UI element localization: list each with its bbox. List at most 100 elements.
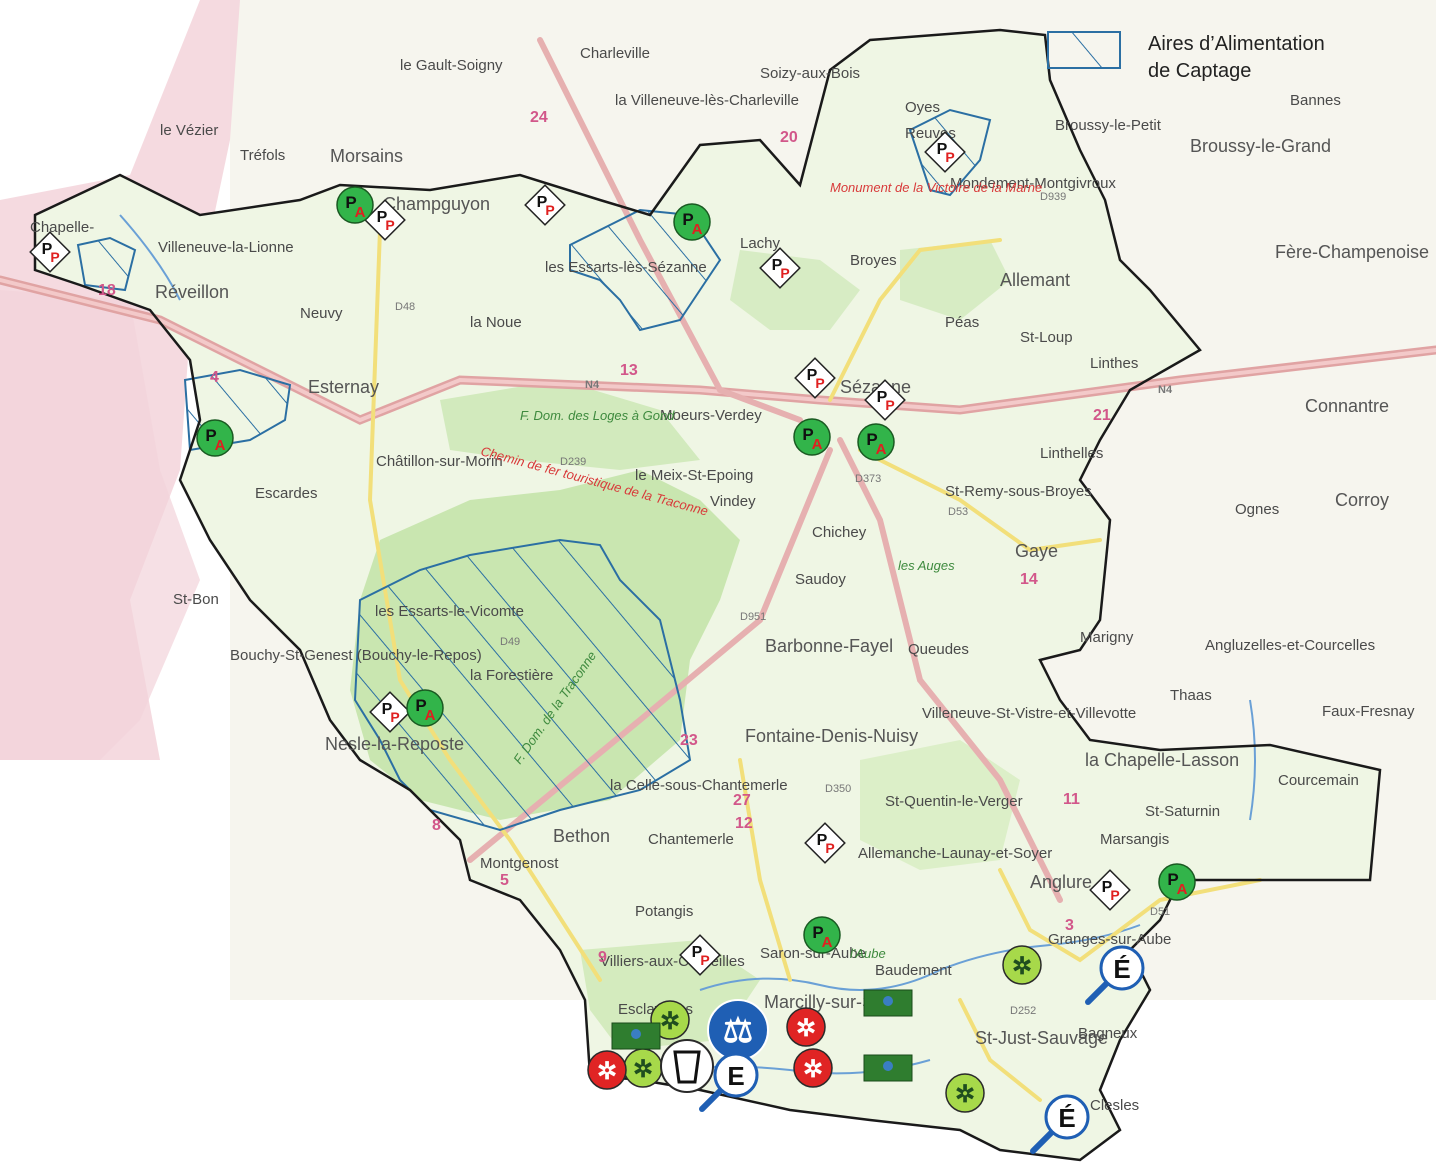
- town-label: Gaye: [1015, 541, 1058, 561]
- pa-marker[interactable]: PA: [857, 423, 895, 461]
- pa-marker[interactable]: PA: [793, 418, 831, 456]
- town-label: Connantre: [1305, 396, 1389, 416]
- svg-text:A: A: [355, 204, 366, 221]
- road-label: D49: [500, 636, 520, 648]
- svg-text:✲: ✲: [955, 1081, 975, 1108]
- town-label: Montgenost: [480, 855, 559, 872]
- svg-text:P: P: [815, 375, 824, 391]
- aac-traconne: [353, 538, 692, 832]
- road-label: N4: [585, 379, 600, 391]
- town-label: Nesle-la-Reposte: [325, 734, 464, 754]
- canton-number: 11: [1063, 791, 1080, 808]
- svg-text:✲: ✲: [1012, 953, 1032, 980]
- pa-marker[interactable]: PA: [406, 689, 444, 727]
- svg-text:P: P: [817, 832, 828, 849]
- road-label: D53: [948, 506, 968, 518]
- pa-marker[interactable]: PA: [1158, 863, 1196, 901]
- town-label: Bethon: [553, 826, 610, 846]
- svg-text:É: É: [1058, 1103, 1075, 1133]
- river-petit-morin: [119, 214, 181, 301]
- pa-marker[interactable]: PA: [336, 186, 374, 224]
- pa-marker[interactable]: PA: [673, 203, 711, 241]
- pp-marker[interactable]: PP: [29, 231, 71, 273]
- town-label: Broussy-le-Petit: [1055, 117, 1162, 134]
- svg-text:✲: ✲: [597, 1058, 617, 1085]
- svg-text:P: P: [390, 709, 399, 725]
- pa-marker[interactable]: PA: [803, 916, 841, 954]
- town-label: Linthes: [1090, 355, 1138, 372]
- pp-marker[interactable]: PP: [924, 131, 966, 173]
- town-label: Villeneuve-St-Vistre-et-Villevotte: [922, 705, 1136, 722]
- red-asterisk-marker[interactable]: ✲: [587, 1050, 627, 1090]
- industry-marker[interactable]: [863, 989, 913, 1017]
- town-label: Corroy: [1335, 490, 1389, 510]
- pa-marker[interactable]: PA: [196, 419, 234, 457]
- pp-marker[interactable]: PP: [864, 379, 906, 421]
- industry-marker[interactable]: [611, 1022, 661, 1050]
- road-label: D951: [740, 611, 766, 623]
- svg-text:P: P: [377, 209, 388, 226]
- magnifier-e-marker[interactable]: E: [699, 1052, 759, 1112]
- green-asterisk-marker[interactable]: ✲: [1002, 945, 1042, 985]
- town-label: Escardes: [255, 485, 318, 502]
- town-label: la Chapelle-Lasson: [1085, 750, 1239, 770]
- town-labels: le Vézier Tréfols Morsains le Gault-Soig…: [30, 45, 1429, 1114]
- town-label: Esternay: [308, 377, 379, 397]
- pp-marker[interactable]: PP: [804, 822, 846, 864]
- red-asterisk-marker[interactable]: ✲: [793, 1048, 833, 1088]
- road-d53: [858, 448, 1102, 553]
- town-label: Angluzelles-et-Courcelles: [1205, 637, 1375, 654]
- pp-marker[interactable]: PP: [794, 357, 836, 399]
- canton-number: 4: [210, 369, 219, 386]
- svg-text:A: A: [876, 441, 887, 458]
- town-label: la Forestière: [470, 667, 553, 684]
- forest-south-east: [860, 740, 1020, 870]
- svg-text:A: A: [425, 707, 436, 724]
- town-label: Allemanche-Launay-et-Soyer: [858, 845, 1052, 862]
- legend-swatch: [1047, 31, 1121, 69]
- canton-number: 20: [780, 129, 798, 146]
- pp-marker[interactable]: PP: [679, 934, 721, 976]
- pp-marker[interactable]: PP: [364, 199, 406, 241]
- road-label: D48: [395, 301, 415, 313]
- svg-text:P: P: [382, 701, 393, 718]
- svg-text:P: P: [1110, 887, 1119, 903]
- town-label: Granges-sur-Aube: [1048, 931, 1171, 948]
- magnifier-e-marker[interactable]: É: [1085, 945, 1145, 1005]
- town-label: Moeurs-Verdey: [660, 407, 762, 424]
- svg-text:P: P: [945, 149, 954, 165]
- town-label: Courcemain: [1278, 772, 1359, 789]
- svg-text:P: P: [885, 397, 894, 413]
- pp-marker[interactable]: PP: [759, 247, 801, 289]
- town-label: Réveillon: [155, 282, 229, 302]
- town-label: Marsangis: [1100, 831, 1169, 848]
- svg-text:P: P: [700, 952, 709, 968]
- svg-text:P: P: [825, 840, 834, 856]
- glass-marker[interactable]: [660, 1039, 714, 1093]
- svg-text:P: P: [42, 241, 53, 258]
- svg-text:P: P: [937, 141, 948, 158]
- balance-marker[interactable]: ⚖: [707, 999, 769, 1061]
- industry-marker[interactable]: [863, 1054, 913, 1082]
- road-d51: [998, 868, 1262, 963]
- pp-marker[interactable]: PP: [524, 184, 566, 226]
- town-label: Marigny: [1080, 629, 1134, 646]
- sector-boundary: [33, 28, 1382, 1162]
- town-label: Villeneuve-la-Lionne: [158, 239, 294, 256]
- pp-marker[interactable]: PP: [1089, 869, 1131, 911]
- pink-zone-south-west: [0, 290, 200, 760]
- magnifier-e-marker[interactable]: É: [1030, 1094, 1090, 1154]
- town-label: St-Saturnin: [1145, 803, 1220, 820]
- river-label-aube: l'Aube: [850, 946, 886, 961]
- pp-marker[interactable]: PP: [369, 691, 411, 733]
- green-asterisk-marker[interactable]: ✲: [945, 1073, 985, 1113]
- town-label: Saudoy: [795, 571, 846, 588]
- aac-essarts-sezanne: [569, 208, 722, 332]
- town-label: Potangis: [635, 903, 693, 920]
- red-asterisk-marker[interactable]: ✲: [786, 1007, 826, 1047]
- canton-numbers: 24 20 18 13 21 14 27 23 12 8 5 3 9 11 4: [98, 109, 1111, 966]
- green-asterisk-marker[interactable]: ✲: [623, 1048, 663, 1088]
